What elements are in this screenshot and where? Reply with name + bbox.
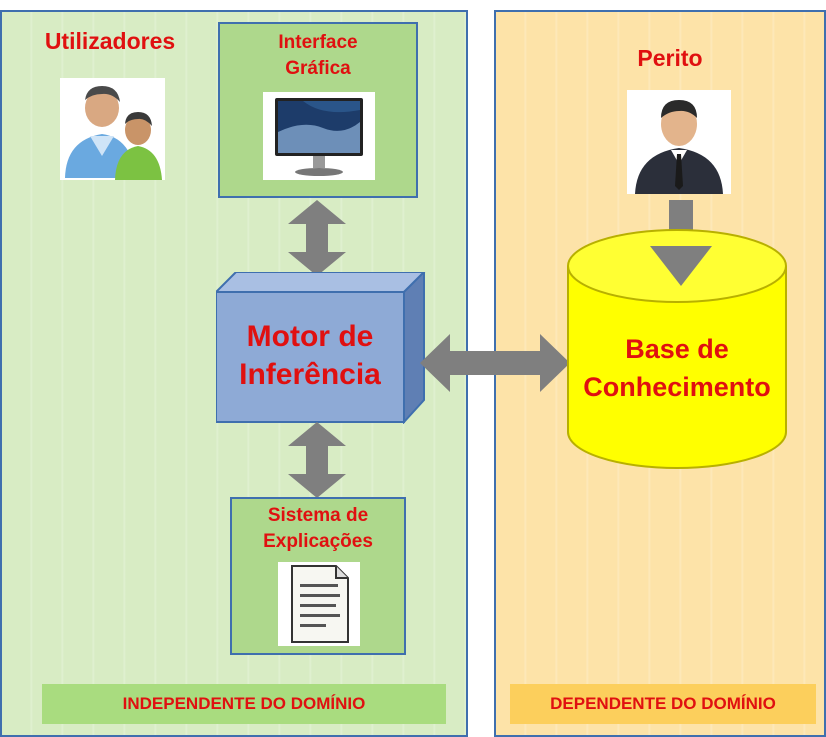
explanation-system-label: Sistema de Explicações [263, 505, 373, 552]
engine-explanations-arrow [288, 422, 346, 498]
businessman-icon [627, 90, 731, 194]
expert-knowledge-arrow-tip [650, 246, 712, 286]
independent-footer: INDEPENDENTE DO DOMÍNIO [42, 684, 446, 724]
dependent-footer: DEPENDENTE DO DOMÍNIO [510, 684, 816, 724]
engine-knowledge-arrow [420, 334, 570, 392]
inference-engine-label: Motor de Inferência [239, 320, 381, 391]
interface-engine-arrow [288, 200, 346, 276]
document-icon [278, 562, 360, 646]
monitor-icon [263, 92, 375, 180]
inference-engine-box [216, 272, 426, 424]
users-label: Utilizadores [44, 28, 176, 54]
graphical-interface-label: Interface Gráfica [278, 32, 358, 79]
users-icon [60, 78, 165, 180]
expert-label: Perito [637, 45, 703, 71]
knowledge-base-label: Base de Conhecimento [583, 334, 771, 402]
